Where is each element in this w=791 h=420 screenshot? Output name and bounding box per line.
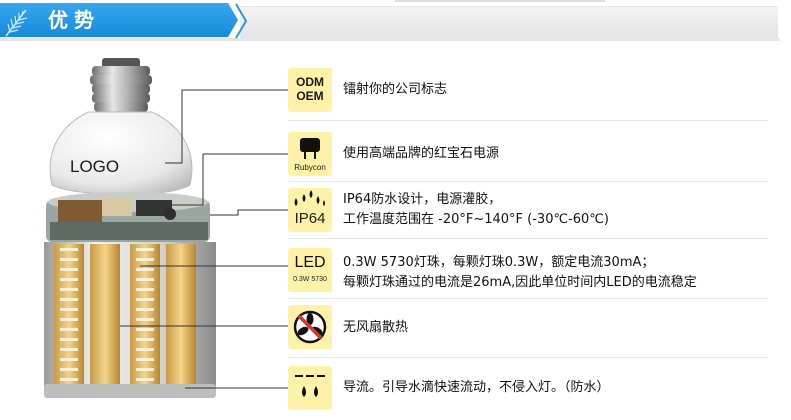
feature-text-line: 工作温度范围在 -20°F~140°F (-30℃-60℃) [343, 212, 609, 227]
feature-waterproof: IP64防水设计，电源灌胶， 工作温度范围在 -20°F~140°F (-30℃… [343, 190, 609, 230]
drainage-drops-icon [288, 366, 332, 410]
led-chip-icon: LED 0.3W 5730 [288, 248, 332, 292]
header-blue-tab [0, 3, 238, 37]
feature-text-line: 无风扇散热 [343, 320, 409, 335]
feature-text-line: 每颗灯珠通过的电流是26mA,因此单位时间内LED的电流稳定 [343, 275, 697, 290]
feature-text-line: IP64防水设计，电源灌胶， [343, 192, 502, 207]
feature-fanless-cooling: 无风扇散热 [343, 318, 408, 338]
feature-logo-engraving: 镭射你的公司标志 [343, 80, 447, 100]
ip64-caption: IP64 [294, 210, 326, 227]
feature-text-line: 使用高端品牌的红宝石电源 [343, 146, 500, 161]
top-divider [395, 0, 605, 2]
ip64-water-drops-icon: IP64 [288, 188, 332, 232]
led-sub-caption: 0.3W 5730 [293, 276, 327, 283]
rubycon-caption: Rubycon [294, 163, 326, 172]
rubycon-capacitor-icon: Rubycon [288, 132, 332, 176]
led-corn-bulb-image [44, 58, 216, 398]
led-caption: LED [294, 254, 326, 271]
feature-led-current: 0.3W 5730灯珠，每颗灯珠0.3W，额定电流30mA； 每颗灯珠通过的电流… [343, 253, 697, 293]
odm-label: ODM [296, 75, 324, 89]
header-underline [0, 38, 780, 41]
section-title: 优势 [48, 8, 100, 32]
odm-oem-badge: ODM OEM [288, 68, 332, 112]
divider [288, 357, 768, 358]
feature-text-line: 导流。引导水滴快速流动，不侵入灯。（防水） [343, 380, 610, 395]
chevron-right-icon [235, 3, 248, 39]
no-fan-icon [288, 305, 332, 349]
divider [288, 238, 768, 239]
logo-placeholder: LOGO [70, 157, 120, 176]
feather-icon [5, 9, 28, 37]
divider [288, 181, 768, 182]
header-grey-bar [240, 6, 778, 39]
feature-rubycon-power: 使用高端品牌的红宝石电源 [343, 144, 499, 164]
divider [288, 298, 768, 299]
section-header: 优势 [0, 0, 791, 44]
feature-text-line: 镭射你的公司标志 [343, 82, 448, 97]
oem-label: OEM [296, 89, 324, 103]
divider [288, 120, 768, 121]
feature-water-drainage: 导流。引导水滴快速流动，不侵入灯。（防水） [343, 378, 610, 398]
feature-text-line: 0.3W 5730灯珠，每颗灯珠0.3W，额定电流30mA； [343, 255, 655, 270]
